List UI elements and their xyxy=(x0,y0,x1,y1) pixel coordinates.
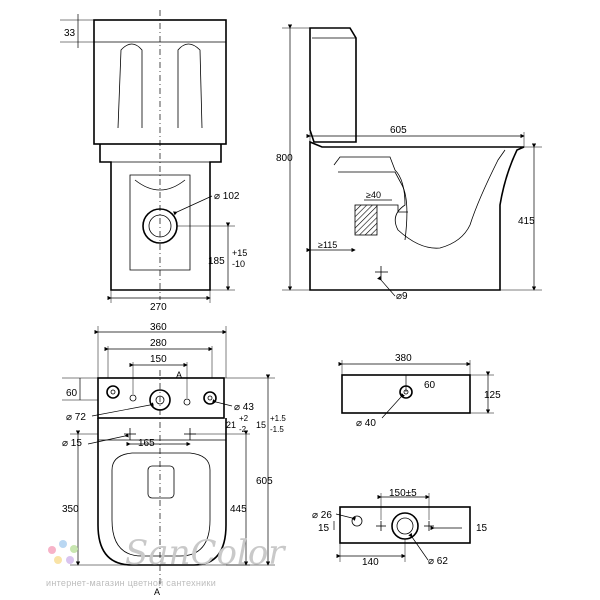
label-280: 280 xyxy=(150,338,167,349)
cistern-bottom-fix-right xyxy=(424,521,434,531)
label-150: 150 xyxy=(150,354,167,365)
label-445: 445 xyxy=(230,504,247,515)
top-hinge-slot xyxy=(147,465,175,499)
label-605-top: 605 xyxy=(256,476,273,487)
label-15-left: 15 xyxy=(318,523,330,534)
cistern-bottom-outlet xyxy=(391,512,419,540)
top-hole-right xyxy=(203,391,217,405)
label-33: 33 xyxy=(64,28,76,39)
label-15-tol-minus: -1.5 xyxy=(270,425,284,434)
cistern-bottom-view: 150±5 ⌀ 26 15 15 140 ⌀ 62 xyxy=(312,488,488,568)
label-360: 360 xyxy=(150,322,167,333)
label-185: 185 xyxy=(208,256,225,267)
label-60-cistern: 60 xyxy=(424,380,436,391)
label-d43: ⌀ 43 xyxy=(234,402,254,413)
label-d15-top: ⌀ 15 xyxy=(62,438,82,449)
front-cistern-inner-right xyxy=(177,43,203,129)
front-cistern-inner-left xyxy=(117,43,143,129)
label-d9: ⌀9 xyxy=(396,291,408,302)
label-60-top: 60 xyxy=(66,388,78,399)
label-140: 140 xyxy=(362,557,379,568)
watermark-tagline: интернет-магазин цветной сантехники xyxy=(46,578,216,588)
label-ge40: ≥40 xyxy=(366,190,381,200)
label-d102: ⌀ 102 xyxy=(214,191,240,202)
watermark-brand: SanColor xyxy=(125,533,286,573)
top-hole-small-right xyxy=(183,398,191,406)
front-pedestal xyxy=(99,144,222,291)
label-350: 350 xyxy=(62,504,79,515)
top-hole-left xyxy=(106,385,120,399)
label-125: 125 xyxy=(484,390,501,401)
label-165: 165 xyxy=(138,438,155,449)
top-hole-small-left xyxy=(129,394,137,402)
side-cistern xyxy=(309,27,357,143)
front-view: 33 ⌀ 102 185 +15 -10 270 xyxy=(60,10,247,313)
label-d72: ⌀ 72 xyxy=(66,412,86,423)
label-d26: ⌀ 26 xyxy=(312,510,332,521)
label-270: 270 xyxy=(150,302,167,313)
label-800: 800 xyxy=(276,153,293,164)
top-cistern xyxy=(97,377,225,419)
label-a-top: A xyxy=(176,370,182,380)
watermark: SanColor интернет-магазин цветной сантех… xyxy=(46,533,286,588)
top-bowl xyxy=(97,418,227,566)
label-21-tol-minus: -2 xyxy=(239,425,247,434)
front-trap xyxy=(129,174,191,271)
side-outlet-hatch xyxy=(354,204,378,236)
label-605-side: 605 xyxy=(390,125,407,136)
label-185-tol-minus: -10 xyxy=(232,259,245,269)
label-21: 21 xyxy=(226,420,236,430)
label-d40: ⌀ 40 xyxy=(356,418,376,429)
label-a-bottom: A xyxy=(154,587,160,597)
side-bowl xyxy=(309,140,525,291)
label-ge115: ≥115 xyxy=(318,240,337,250)
label-380: 380 xyxy=(395,353,412,364)
label-d62: ⌀ 62 xyxy=(428,556,448,567)
label-15-right: 15 xyxy=(256,420,266,430)
label-185-tol-plus: +15 xyxy=(232,248,247,258)
label-150pm5: 150±5 xyxy=(389,488,417,499)
cistern-bottom-fix-left xyxy=(376,521,386,531)
label-415: 415 xyxy=(518,216,535,227)
top-seat-opening xyxy=(111,452,211,557)
label-15-tol-plus: +1.5 xyxy=(270,414,286,423)
watermark-logo-dots xyxy=(48,540,78,564)
label-d15-right: 15 xyxy=(476,523,488,534)
top-fixing-left xyxy=(124,428,136,440)
cistern-front-view: 380 60 125 ⌀ 40 xyxy=(338,353,501,429)
top-view: A A 360 280 150 60 ⌀ 72 ⌀ 43 21 +2 -2 15… xyxy=(62,322,286,597)
label-21-tol-plus: +2 xyxy=(239,414,249,423)
side-view: 605 800 415 ≥40 ≥115 ⌀9 xyxy=(276,24,542,302)
cistern-bottom-hole xyxy=(351,515,363,527)
